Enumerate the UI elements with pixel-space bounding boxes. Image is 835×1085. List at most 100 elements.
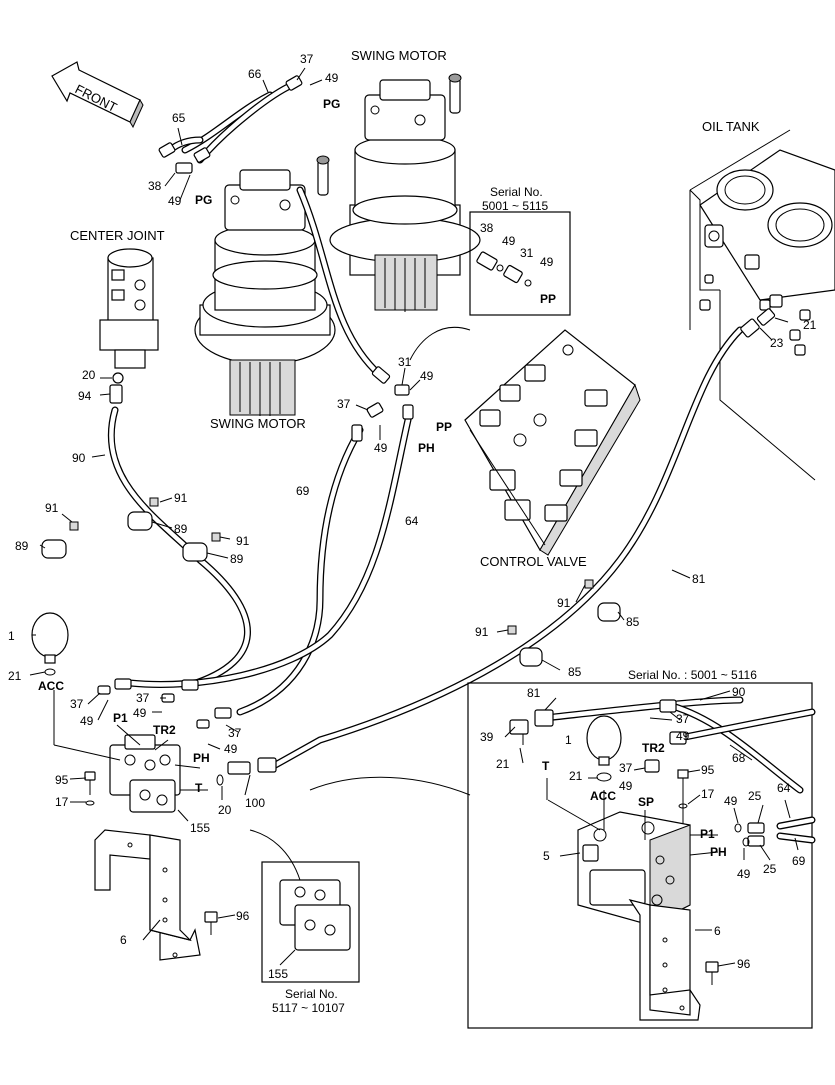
port-acc-1: ACC bbox=[38, 679, 64, 693]
callout-91: 91 bbox=[174, 491, 188, 505]
callout-66: 66 bbox=[248, 67, 262, 81]
port-p1-1: P1 bbox=[113, 711, 128, 725]
callout-37: 37 bbox=[228, 726, 242, 740]
control-valve-label: CONTROL VALVE bbox=[480, 554, 587, 569]
oil-tank-label: OIL TANK bbox=[702, 119, 760, 134]
callout-37: 37 bbox=[337, 397, 351, 411]
callout-64: 64 bbox=[777, 781, 791, 795]
callout-89: 89 bbox=[230, 552, 244, 566]
swing-motor-front: SWING MOTOR bbox=[194, 155, 336, 431]
callout-81: 81 bbox=[527, 686, 541, 700]
part-callouts: 37 66 49 65 38 49 38 49 31 49 21 23 20 9… bbox=[8, 52, 817, 981]
callout-49: 49 bbox=[737, 867, 751, 881]
control-valve: CONTROL VALVE bbox=[464, 329, 641, 569]
serial-bottom-title: Serial No. bbox=[285, 987, 338, 1001]
port-tr2-2: TR2 bbox=[642, 741, 665, 755]
callout-155: 155 bbox=[190, 821, 210, 835]
serial-bottom-range: 5117 ~ 10107 bbox=[272, 1001, 345, 1015]
callout-49: 49 bbox=[420, 369, 434, 383]
port-pp-2: PP bbox=[436, 420, 452, 434]
port-sp: SP bbox=[638, 795, 654, 809]
callout-64: 64 bbox=[405, 514, 419, 528]
callout-23: 23 bbox=[770, 336, 784, 350]
callout-49: 49 bbox=[224, 742, 238, 756]
callout-20: 20 bbox=[82, 368, 96, 382]
port-acc-2: ACC bbox=[590, 789, 616, 803]
callout-38: 38 bbox=[148, 179, 162, 193]
callout-90: 90 bbox=[72, 451, 86, 465]
callout-89: 89 bbox=[15, 539, 29, 553]
oil-tank: OIL TANK bbox=[689, 119, 835, 481]
callout-17: 17 bbox=[55, 795, 69, 809]
callout-96: 96 bbox=[236, 909, 250, 923]
callout-85: 85 bbox=[626, 615, 640, 629]
swing-motor-bottom-label: SWING MOTOR bbox=[210, 416, 306, 431]
center-joint: CENTER JOINT bbox=[70, 228, 165, 369]
callout-91: 91 bbox=[557, 596, 571, 610]
callout-95: 95 bbox=[55, 773, 69, 787]
callout-90: 90 bbox=[732, 685, 746, 699]
port-ph-2: PH bbox=[193, 751, 210, 765]
clamps bbox=[41, 497, 621, 667]
port-pg-2: PG bbox=[195, 193, 212, 207]
callout-37: 37 bbox=[70, 697, 84, 711]
leader-lines bbox=[29, 67, 799, 967]
callout-6: 6 bbox=[120, 933, 127, 947]
callout-49: 49 bbox=[724, 794, 738, 808]
bracket-left bbox=[94, 829, 201, 961]
serial-box-right: Serial No. : 5001 ~ 5116 bbox=[467, 668, 816, 1029]
port-labels: PG PG PP PP PH ACC P1 TR2 PH T TR2 ACC S… bbox=[38, 97, 727, 859]
port-t-2: T bbox=[542, 759, 550, 773]
port-tr2-1: TR2 bbox=[153, 723, 176, 737]
callout-49: 49 bbox=[540, 255, 554, 269]
serial-box-top: Serial No. 5001 ~ 5115 bbox=[469, 185, 571, 316]
port-t-1: T bbox=[195, 781, 203, 795]
callout-25: 25 bbox=[748, 789, 762, 803]
callout-25: 25 bbox=[763, 862, 777, 876]
callout-39: 39 bbox=[480, 730, 494, 744]
callout-89: 89 bbox=[174, 522, 188, 536]
bolts-left bbox=[84, 771, 218, 935]
callout-85: 85 bbox=[568, 665, 582, 679]
serial-box-bottom: Serial No. 5117 ~ 10107 bbox=[261, 861, 360, 1015]
callout-81: 81 bbox=[692, 572, 706, 586]
port-pg-1: PG bbox=[323, 97, 340, 111]
callout-49: 49 bbox=[325, 71, 339, 85]
port-ph-3: PH bbox=[710, 845, 727, 859]
port-pp-1: PP bbox=[540, 292, 556, 306]
front-arrow: FRONT bbox=[51, 61, 144, 129]
callout-100: 100 bbox=[245, 796, 265, 810]
callout-91: 91 bbox=[236, 534, 250, 548]
callout-49: 49 bbox=[133, 706, 147, 720]
callout-37: 37 bbox=[300, 52, 314, 66]
callout-31: 31 bbox=[520, 246, 534, 260]
valve-block-left bbox=[109, 734, 181, 813]
callout-49: 49 bbox=[676, 729, 690, 743]
callout-49: 49 bbox=[374, 441, 388, 455]
callout-49: 49 bbox=[619, 779, 633, 793]
callout-37: 37 bbox=[619, 761, 633, 775]
callout-49: 49 bbox=[168, 194, 182, 208]
callout-155: 155 bbox=[268, 967, 288, 981]
callout-94: 94 bbox=[78, 389, 92, 403]
callout-5: 5 bbox=[543, 849, 550, 863]
callout-68: 68 bbox=[732, 751, 746, 765]
callout-31: 31 bbox=[398, 355, 412, 369]
callout-17: 17 bbox=[701, 787, 715, 801]
callout-20: 20 bbox=[218, 803, 232, 817]
callout-21: 21 bbox=[8, 669, 22, 683]
callout-69: 69 bbox=[792, 854, 806, 868]
port-ph-1: PH bbox=[418, 441, 435, 455]
callout-49: 49 bbox=[80, 714, 94, 728]
callout-65: 65 bbox=[172, 111, 186, 125]
serial-right-title: Serial No. : 5001 ~ 5116 bbox=[628, 668, 757, 682]
callout-91: 91 bbox=[45, 501, 59, 515]
callout-21: 21 bbox=[569, 769, 583, 783]
callout-37: 37 bbox=[136, 691, 150, 705]
callout-6: 6 bbox=[714, 924, 721, 938]
callout-37: 37 bbox=[676, 712, 690, 726]
accumulator-left bbox=[31, 612, 69, 676]
callout-96: 96 bbox=[737, 957, 751, 971]
port-p1-2: P1 bbox=[700, 827, 715, 841]
